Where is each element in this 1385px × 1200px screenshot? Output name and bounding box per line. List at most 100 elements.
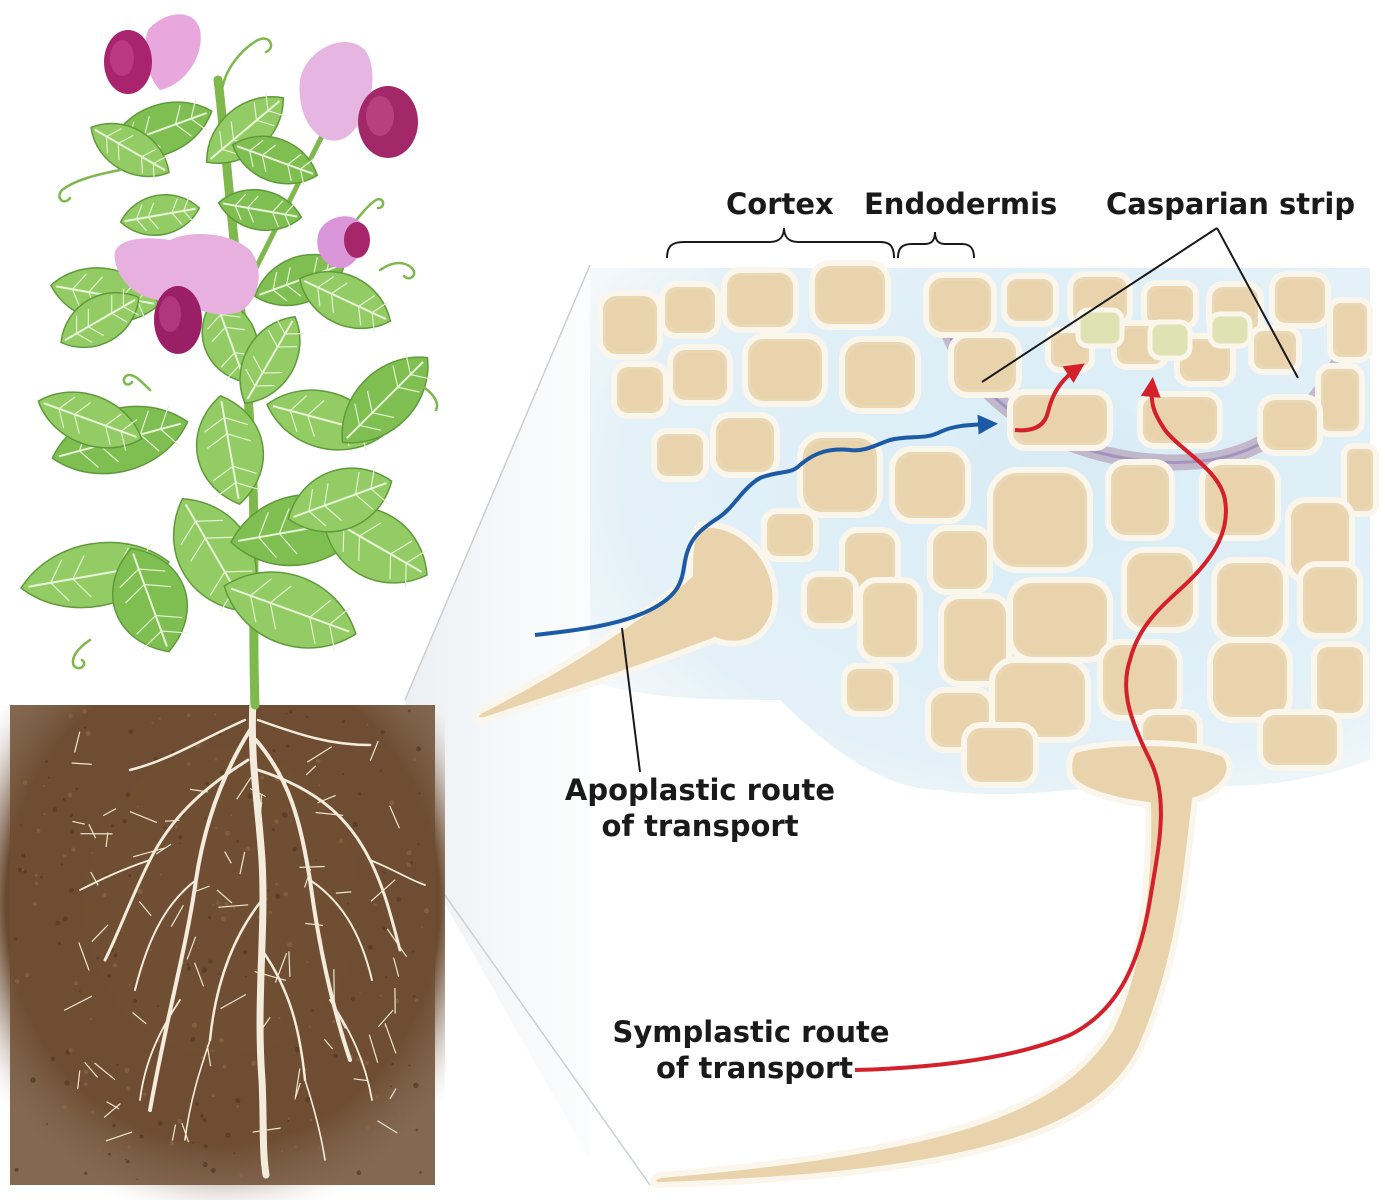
cell-interior (848, 536, 892, 584)
soil-speck (55, 920, 61, 926)
root-hair (254, 971, 287, 981)
root-hair (129, 811, 158, 824)
cell-interior (1216, 646, 1284, 714)
soil-speck (407, 709, 411, 713)
soil-speck (382, 927, 386, 931)
cell-interior (848, 345, 912, 405)
soil-speck (113, 1154, 117, 1158)
cell (611, 361, 669, 419)
soil-speck (397, 1112, 402, 1117)
soil-speck (311, 1009, 314, 1012)
soil-speck (365, 1061, 369, 1065)
cell-interior (1130, 556, 1190, 624)
soil-speck (418, 792, 421, 795)
soil-speck (318, 784, 321, 787)
soil-speck (318, 1147, 321, 1149)
soil-speck (133, 999, 138, 1003)
soil-speck (339, 839, 344, 844)
root-hair (386, 928, 408, 958)
soil-speck (214, 826, 218, 830)
cell (710, 412, 780, 478)
cell-interior (1146, 400, 1214, 440)
soil-speck (202, 1161, 208, 1168)
soil-speck (127, 1145, 132, 1150)
soil-speck (136, 1178, 138, 1181)
soil-speck (239, 1173, 244, 1178)
root-hair (368, 1034, 379, 1063)
soil-speck (157, 1005, 160, 1008)
soil-speck (113, 953, 118, 958)
leaf (37, 391, 143, 451)
soil-speck (235, 1097, 241, 1103)
cell (1105, 459, 1175, 541)
soil-speck (421, 926, 424, 928)
soil-speck (278, 1016, 281, 1019)
cell (1257, 394, 1323, 456)
soil-speck (351, 996, 355, 1001)
cell (1121, 547, 1199, 633)
soil-speck (385, 976, 388, 979)
soil-speck (362, 1156, 366, 1160)
soil-speck (83, 1082, 88, 1086)
flower-top-right (299, 41, 418, 158)
root-hair (224, 851, 232, 864)
cell-interior (810, 580, 850, 620)
cell (1207, 637, 1293, 723)
root-hair (164, 819, 180, 822)
soil-speck (74, 981, 78, 986)
root-hair (103, 1103, 121, 1118)
soil-speck (287, 1117, 291, 1120)
root-hair (220, 993, 247, 1010)
root-hair (186, 936, 197, 960)
cortex-brace (666, 227, 895, 259)
cell-interior (1220, 566, 1280, 634)
soil-speck (230, 814, 233, 817)
soil-speck (107, 973, 112, 978)
cell (1001, 273, 1059, 327)
cell (1248, 325, 1302, 375)
cell (1341, 443, 1379, 517)
cell (651, 428, 709, 482)
soil-speck (126, 1159, 130, 1164)
soil-speck (14, 979, 20, 984)
root-hair (299, 865, 325, 868)
soil-speck (78, 990, 81, 993)
root-hair (138, 901, 152, 917)
soil-speck (260, 775, 265, 780)
soil-speck (274, 819, 279, 824)
soil-speck (236, 1105, 239, 1108)
zoom-line-bottom (419, 859, 651, 1186)
soil-speck (337, 1034, 340, 1037)
soil-speck (107, 1152, 111, 1156)
soil-speck (71, 847, 76, 852)
soil-speck (408, 1064, 411, 1067)
flower-small (317, 216, 370, 269)
leaf (287, 466, 393, 533)
soil-speck (128, 729, 134, 735)
cell (1311, 641, 1369, 719)
soil-speck (306, 715, 309, 719)
soil-speck (244, 975, 247, 978)
root-hair (216, 889, 233, 904)
root-hair-cell-left (472, 521, 779, 724)
soil-speck (220, 770, 226, 776)
leaf (223, 571, 357, 651)
soil-speck (34, 881, 39, 886)
cells (597, 260, 1379, 788)
root-hair (171, 1124, 177, 1141)
soil-speck (34, 873, 38, 877)
soil-speck (271, 755, 274, 758)
leaf (196, 394, 264, 506)
soil-speck (309, 1025, 311, 1028)
soil-speck (281, 1150, 283, 1153)
soil-speck (96, 1148, 101, 1153)
soil-speck (150, 948, 153, 951)
cell-interior (1320, 650, 1360, 710)
casparian-pointer-right (1216, 227, 1299, 379)
root-hair (353, 1078, 368, 1082)
soil-speck (219, 1037, 224, 1043)
root-hair (155, 843, 172, 855)
root-hair (260, 794, 262, 816)
cell-interior (1016, 586, 1104, 654)
